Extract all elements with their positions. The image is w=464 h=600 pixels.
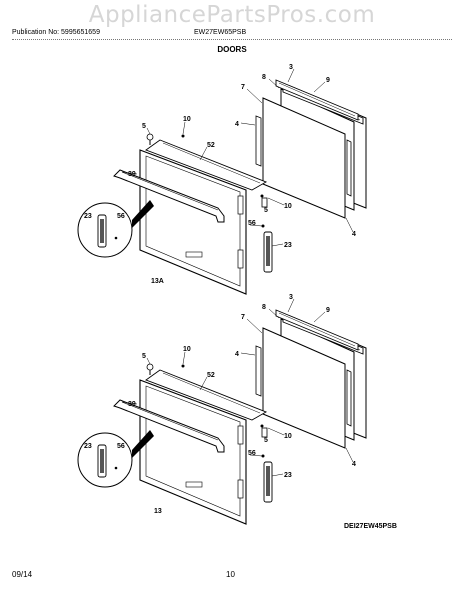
callout-8: 8 (262, 74, 266, 81)
callout-5: 5 (142, 123, 146, 130)
callout-5-right: 5 (264, 207, 268, 214)
callout-39: 39 (128, 401, 136, 408)
callout-10-right: 10 (284, 203, 292, 210)
callout-56-right: 56 (248, 450, 256, 457)
callout-4: 4 (235, 121, 239, 128)
callout-10-right: 10 (284, 433, 292, 440)
page-number: 10 (226, 570, 235, 579)
callout-23: 23 (84, 213, 92, 220)
callout-7: 7 (241, 314, 245, 321)
section-title: DOORS (217, 45, 247, 54)
publication-number: Publication No: 5995651659 (12, 29, 100, 36)
bottom-callouts: 3 8 9 7 4 5 10 52 39 23 56 10 5 56 23 4 … (84, 294, 356, 515)
top-door-assembly (77, 68, 367, 295)
diagram-code: DEI27EW45PSB (344, 523, 397, 530)
callout-4: 4 (235, 351, 239, 358)
callout-5: 5 (142, 353, 146, 360)
callout-9: 9 (326, 307, 330, 314)
callout-23: 23 (84, 443, 92, 450)
header-rule (12, 39, 452, 40)
callout-56-right: 56 (248, 220, 256, 227)
callout-5-right: 5 (264, 437, 268, 444)
callout-56: 56 (117, 443, 125, 450)
callout-10: 10 (183, 346, 191, 353)
callout-13: 13 (154, 508, 162, 515)
bottom-door-assembly (77, 298, 367, 525)
callout-9: 9 (326, 77, 330, 84)
callout-23-right: 23 (284, 242, 292, 249)
model-number: EW27EW65PSB (194, 29, 247, 36)
callout-39: 39 (128, 171, 136, 178)
callout-7: 7 (241, 84, 245, 91)
callout-52: 52 (207, 142, 215, 149)
callout-3: 3 (289, 294, 293, 301)
callout-4-right: 4 (352, 461, 356, 468)
callout-4-right: 4 (352, 231, 356, 238)
callout-8: 8 (262, 304, 266, 311)
callout-56: 56 (117, 213, 125, 220)
callout-13a: 13A (151, 278, 164, 285)
callout-52: 52 (207, 372, 215, 379)
callout-3: 3 (289, 64, 293, 71)
callout-10: 10 (183, 116, 191, 123)
callout-23-right: 23 (284, 472, 292, 479)
watermark: AppliancePartsPros.com (88, 2, 376, 28)
top-callouts: 3 8 9 7 4 5 10 52 39 23 56 10 5 56 23 4 … (84, 64, 356, 285)
footer-date: 09/14 (12, 570, 33, 579)
